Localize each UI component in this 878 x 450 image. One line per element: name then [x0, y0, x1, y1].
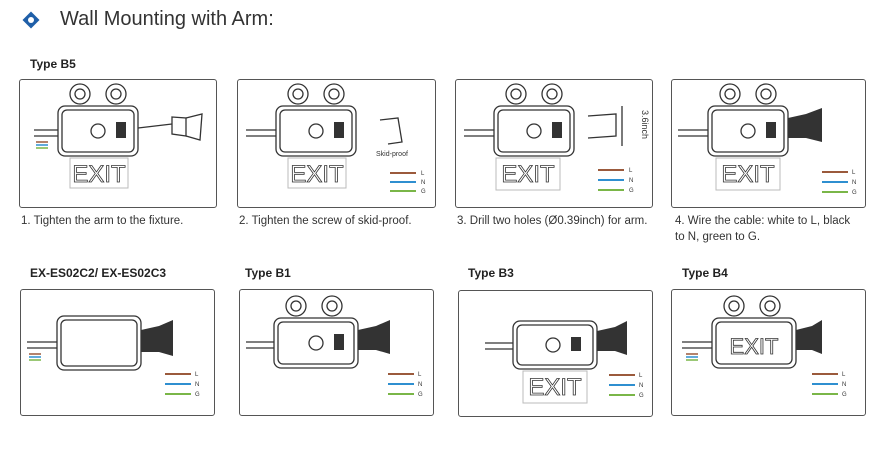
skid-proof-drawing: Skid-proof EXIT L N G: [246, 83, 426, 195]
skid-proof-label: Skid-proof: [376, 151, 408, 158]
step1-caption: 1. Tighten the arm to the fixture.: [21, 215, 184, 227]
type-b3-figure: EXIT L N G: [458, 290, 653, 417]
wiring-drawing: EXIT L N G: [678, 83, 857, 196]
step4-figure: EXIT L N G: [671, 79, 866, 208]
svg-text:L: L: [421, 171, 425, 177]
type-b5-label: Type B5: [30, 57, 76, 71]
svg-text:L: L: [195, 372, 199, 378]
step3-figure: 3.6inch EXIT L N G: [455, 79, 653, 208]
type-b3-label: Type B3: [468, 266, 514, 280]
svg-text:G: G: [629, 188, 634, 194]
svg-text:L: L: [629, 168, 633, 174]
svg-text:N: N: [421, 180, 425, 186]
step1-figure: EXIT: [19, 79, 217, 208]
step3-caption: 3. Drill two holes (Ø0.39inch) for arm.: [457, 215, 648, 227]
step4-caption: 4. Wire the cable: white to L, black to …: [675, 215, 851, 243]
dimension-label: 3.6inch: [640, 110, 650, 139]
svg-text:EXIT: EXIT: [290, 161, 344, 188]
svg-text:L: L: [852, 170, 856, 176]
svg-text:G: G: [842, 392, 847, 398]
svg-text:G: G: [852, 190, 857, 196]
svg-text:G: G: [418, 392, 423, 398]
step2-figure: Skid-proof EXIT L N G: [237, 79, 436, 208]
b4-drawing: EXIT L N G: [682, 295, 847, 398]
page-title: Wall Mounting with Arm:: [60, 8, 274, 30]
svg-text:EXIT: EXIT: [501, 161, 555, 188]
step2-caption: 2. Tighten the screw of skid-proof.: [239, 215, 412, 227]
svg-text:N: N: [195, 382, 199, 388]
type-b4-figure: EXIT L N G: [671, 289, 866, 416]
svg-text:L: L: [842, 372, 846, 378]
fixture-arm-drawing: EXIT: [34, 83, 203, 189]
svg-text:N: N: [629, 178, 633, 184]
type-ex-es02c-label: EX-ES02C2/ EX-ES02C3: [30, 266, 167, 280]
svg-text:N: N: [852, 180, 856, 186]
svg-text:N: N: [418, 382, 422, 388]
svg-text:L: L: [418, 372, 422, 378]
svg-text:G: G: [195, 392, 200, 398]
svg-text:N: N: [842, 382, 846, 388]
svg-text:EXIT: EXIT: [730, 334, 779, 359]
svg-text:N: N: [639, 383, 643, 389]
svg-text:EXIT: EXIT: [528, 374, 582, 401]
svg-text:G: G: [421, 189, 426, 195]
svg-text:L: L: [639, 373, 643, 379]
type-b4-label: Type B4: [682, 266, 728, 280]
exit-sign-text: EXIT: [72, 161, 126, 188]
type-b1-label: Type B1: [245, 266, 291, 280]
drill-holes-drawing: 3.6inch EXIT L N G: [464, 83, 650, 194]
type-ex-es02c-figure: L N G: [20, 289, 215, 416]
svg-text:G: G: [639, 393, 644, 399]
ex-es02c-drawing: L N G: [27, 315, 200, 398]
b3-drawing: EXIT L N G: [485, 320, 644, 404]
b1-drawing: L N G: [246, 295, 423, 398]
type-b1-figure: L N G: [239, 289, 434, 416]
diamond-bullet-icon: [22, 11, 40, 29]
svg-text:EXIT: EXIT: [721, 161, 775, 188]
